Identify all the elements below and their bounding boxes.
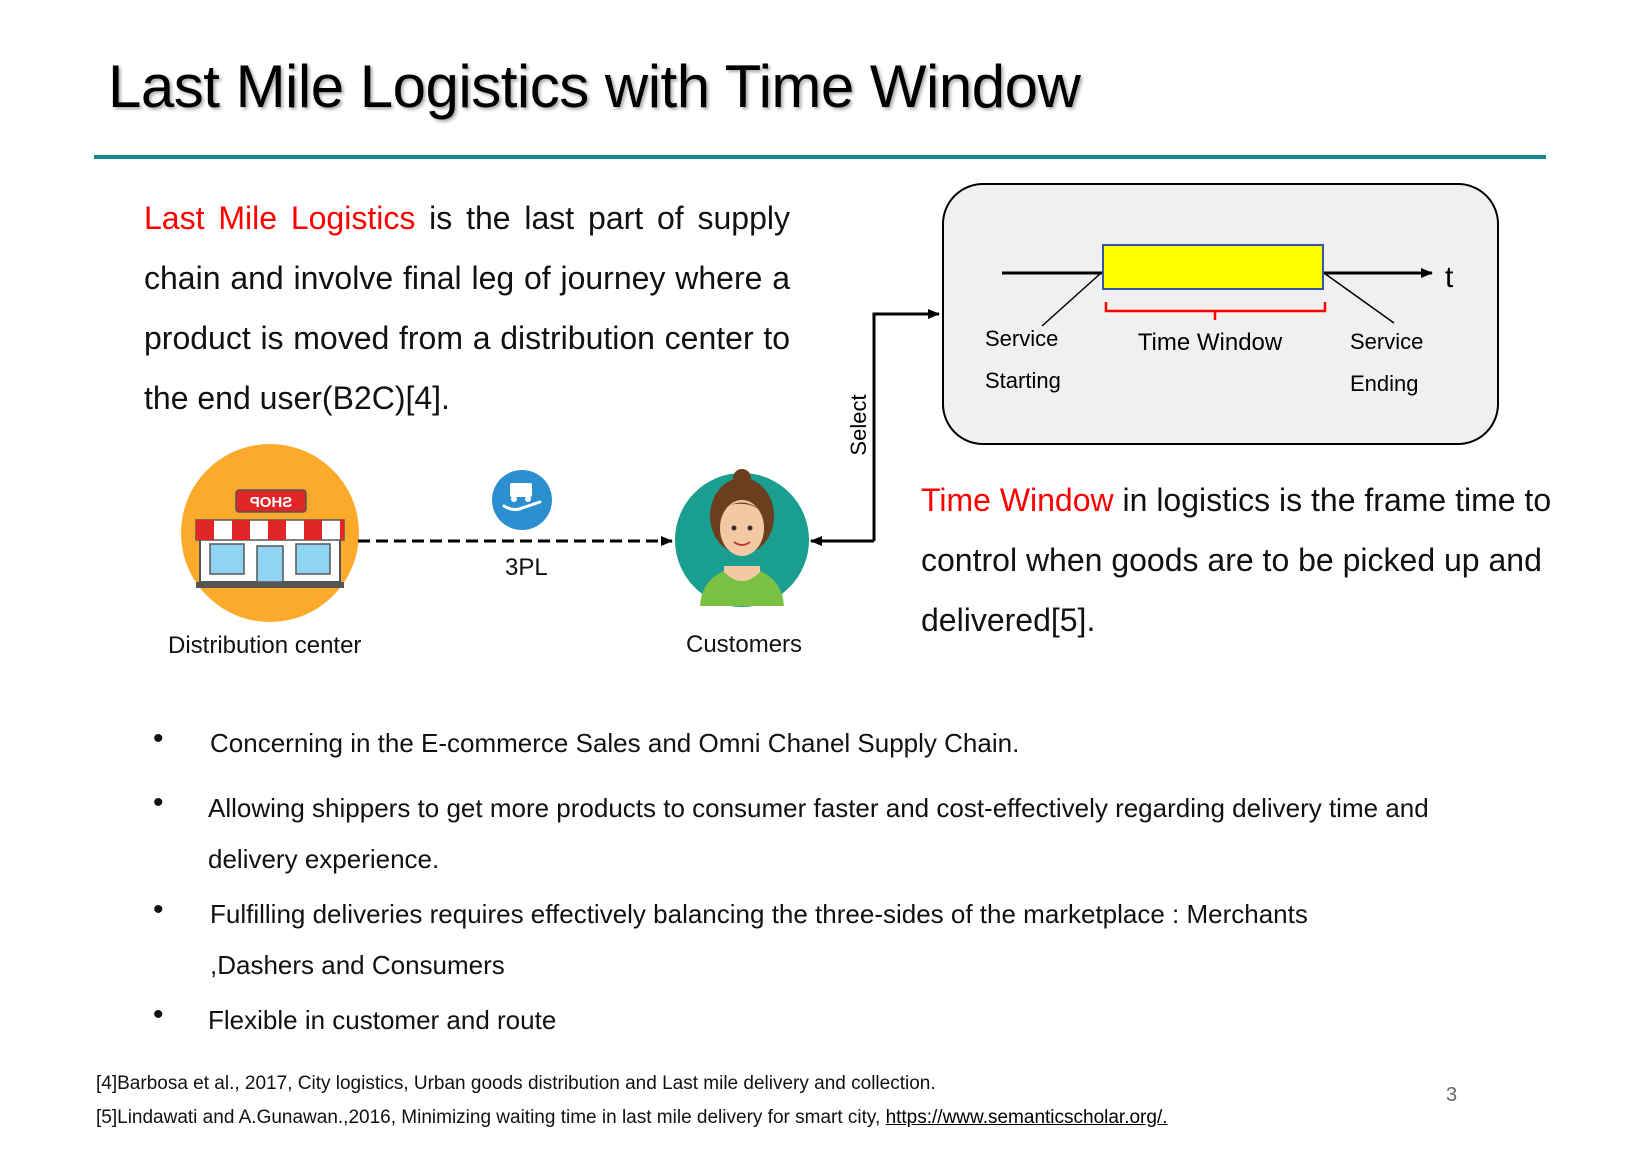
reference-5-link[interactable]: https://www.semanticscholar.org/. (885, 1107, 1168, 1128)
page-number: 3 (1446, 1084, 1458, 1106)
bullet-marker: • (153, 786, 164, 819)
bullet-item-4: Flexible in customer and route (208, 1005, 557, 1035)
time-window-bar (1102, 244, 1324, 290)
time-window-definition: Time Window in logistics is the frame ti… (921, 470, 1561, 650)
time-window-label: Time Window (1138, 329, 1283, 356)
customer-avatar-icon (675, 469, 809, 607)
time-window-highlight: Time Window (921, 482, 1114, 518)
time-window-text: in logistics is the frame time to contro… (921, 482, 1552, 638)
distribution-center-icon: SHOP (181, 444, 359, 622)
bullet-marker: • (153, 998, 164, 1031)
select-arrow-to-timeline (872, 309, 940, 541)
select-label: Select (846, 394, 871, 455)
bullet-item-1: Concerning in the E-commerce Sales and O… (210, 728, 1020, 758)
bullet-item-3: Fulfilling deliveries requires effective… (210, 899, 1308, 980)
distribution-center-label: Distribution center (168, 632, 362, 659)
reference-5: [5]Lindawati and A.Gunawan.,2016, Minimi… (96, 1107, 1168, 1129)
customers-label: Customers (686, 631, 803, 658)
time-window-bracket (1104, 302, 1327, 320)
bullet-marker: • (153, 893, 164, 926)
service-ending-label-line2: Ending (1350, 371, 1419, 396)
third-party-logistics-icon (492, 470, 552, 530)
bullet-item-2: Allowing shippers to get more products t… (208, 793, 1429, 874)
slide-title: Last Mile Logistics with Time Window (108, 53, 1081, 120)
reference-4: [4]Barbosa et al., 2017, City logistics,… (96, 1073, 936, 1094)
reference-5-text: [5]Lindawati and A.Gunawan.,2016, Minimi… (96, 1107, 886, 1128)
service-starting-label-line2: Starting (985, 368, 1061, 393)
service-ending-pointer (1323, 272, 1395, 324)
timeline-box (942, 183, 1499, 445)
last-mile-text: is the last part of supply chain and inv… (144, 200, 790, 416)
service-starting-pointer (1041, 272, 1102, 327)
time-axis-label: t (1445, 261, 1454, 294)
logistics-diagram: SHOP Select t Service Starting Time Wind… (181, 183, 1499, 622)
last-mile-highlight: Last Mile Logistics (144, 200, 416, 236)
bullet-marker: • (153, 722, 164, 755)
service-ending-label-line1: Service (1350, 329, 1423, 354)
service-starting-label-line1: Service (985, 326, 1058, 351)
third-party-label: 3PL (505, 554, 548, 581)
last-mile-definition: Last Mile Logistics is the last part of … (144, 188, 790, 428)
title-divider (94, 155, 1546, 159)
shop-sign: SHOP (250, 494, 293, 511)
